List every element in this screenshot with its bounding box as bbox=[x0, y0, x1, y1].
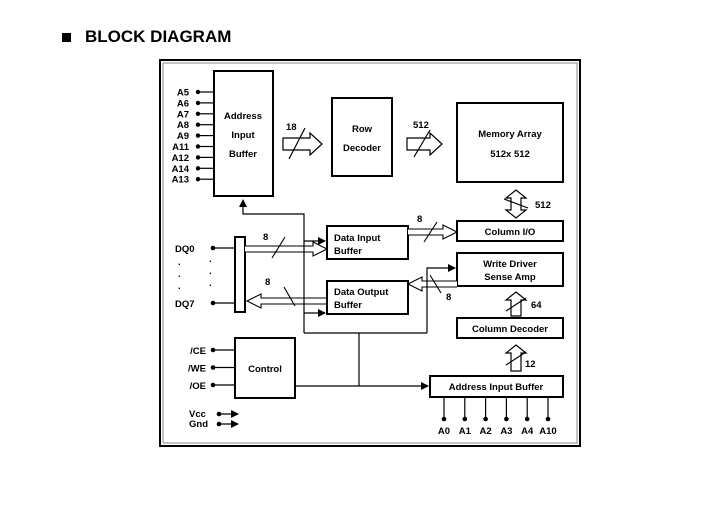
pin-dot bbox=[524, 416, 530, 422]
control-wiring bbox=[239, 199, 456, 390]
block-label: Buffer bbox=[334, 246, 362, 257]
bus-width-label: 512 bbox=[535, 200, 551, 211]
bus-width-label: 64 bbox=[531, 300, 542, 311]
block-label: Row bbox=[352, 124, 373, 135]
pin-label: A7 bbox=[177, 109, 189, 120]
address-input-buffer-top: Address Input Buffer bbox=[213, 70, 274, 197]
pin-label: /CE bbox=[190, 346, 206, 357]
pin-label: A10 bbox=[539, 426, 556, 437]
ellipsis: . bbox=[209, 266, 212, 277]
data-pins: DQ0 DQ7 . . . . . . bbox=[175, 244, 235, 310]
ellipsis: . bbox=[209, 278, 212, 289]
bus-width-label: 8 bbox=[417, 214, 422, 225]
pin-label: A5 bbox=[177, 88, 190, 99]
heading-title: BLOCK DIAGRAM bbox=[85, 27, 232, 46]
pin-label: A9 bbox=[177, 131, 189, 142]
bus-width-label: 18 bbox=[286, 122, 297, 133]
bus-width-label: 8 bbox=[446, 292, 451, 303]
pin-dot bbox=[504, 416, 509, 422]
bus-arrow-12: 12 bbox=[504, 344, 536, 372]
pin-dot bbox=[441, 416, 447, 422]
block-label: Decoder bbox=[343, 143, 381, 154]
block-label: Address bbox=[224, 111, 262, 122]
pin-label: A12 bbox=[172, 153, 189, 164]
memory-array: Memory Array 512x 512 bbox=[456, 102, 564, 183]
bus-width-label: 12 bbox=[525, 359, 536, 370]
block-label: Control bbox=[248, 364, 282, 375]
column-address-pins: A0 A1 A2 A3 A4 A10 bbox=[438, 397, 557, 437]
pin-label-vcc: Vcc bbox=[189, 409, 206, 420]
pin-label: A1 bbox=[459, 426, 472, 437]
section-heading: BLOCK DIAGRAM bbox=[62, 27, 231, 47]
bus-arrow-64: 64 bbox=[504, 291, 542, 317]
pin-label: /OE bbox=[190, 381, 206, 392]
pin-label: A6 bbox=[177, 98, 189, 109]
pin-label: A11 bbox=[172, 142, 190, 153]
block-label: Data Input bbox=[334, 233, 381, 244]
control-block: Control bbox=[234, 337, 296, 399]
bus-width-label: 8 bbox=[265, 277, 270, 288]
power-pins: Vcc Gnd bbox=[189, 409, 239, 430]
block-label: Column Decoder bbox=[472, 324, 548, 335]
bus-width-label: 8 bbox=[263, 232, 268, 243]
pin-label: A3 bbox=[500, 426, 512, 437]
row-decoder: Row Decoder bbox=[331, 97, 393, 177]
block-label: Write Driver bbox=[483, 259, 537, 270]
address-input-buffer-bottom: Address Input Buffer bbox=[429, 375, 564, 398]
block-label: Memory Array bbox=[478, 129, 542, 140]
column-io: Column I/O bbox=[456, 220, 564, 242]
block-label: Sense Amp bbox=[484, 272, 536, 283]
square-bullet-icon bbox=[62, 32, 71, 42]
ellipsis: . bbox=[178, 257, 181, 268]
pin-label: /WE bbox=[188, 364, 206, 375]
block-label: Column I/O bbox=[485, 227, 536, 238]
pin-label-dq7: DQ7 bbox=[175, 299, 195, 310]
ellipsis: . bbox=[209, 254, 212, 265]
pin-label: A8 bbox=[177, 120, 189, 131]
outer-frame bbox=[159, 59, 581, 447]
write-driver-sense-amp: Write Driver Sense Amp bbox=[456, 252, 564, 287]
block-label: Address Input Buffer bbox=[449, 382, 544, 393]
pin-label: A4 bbox=[521, 426, 534, 437]
control-pins: /CE/WE/OE bbox=[188, 346, 235, 392]
bus-arrow-data-input-to-column-io: 8 bbox=[408, 214, 459, 243]
pin-label: A13 bbox=[172, 175, 189, 186]
bus-arrow-512-bidirectional: 512 bbox=[503, 189, 551, 219]
pin-label: A14 bbox=[172, 164, 190, 175]
bus-arrow-sense-to-data-output: 8 bbox=[406, 274, 457, 303]
bus-arrow-512: 512 bbox=[406, 120, 443, 158]
pin-label-gnd: Gnd bbox=[189, 419, 208, 430]
block-label: Buffer bbox=[334, 300, 362, 311]
pin-dot bbox=[545, 416, 551, 422]
ellipsis: . bbox=[178, 281, 181, 292]
block-label: Buffer bbox=[229, 149, 257, 160]
bus-arrow-dq-to-data-input: 8 bbox=[245, 232, 329, 259]
data-input-buffer: Data Input Buffer bbox=[326, 225, 409, 260]
dq-io-bar bbox=[234, 236, 246, 313]
column-decoder: Column Decoder bbox=[456, 317, 564, 339]
bus-arrow-data-output-to-dq: 8 bbox=[245, 277, 327, 309]
block-label: 512x 512 bbox=[490, 149, 530, 160]
pin-dot bbox=[483, 416, 488, 422]
ellipsis: . bbox=[178, 269, 181, 280]
block-label: Data Output bbox=[334, 287, 389, 298]
pin-label: A0 bbox=[438, 426, 450, 437]
data-output-buffer: Data Output Buffer bbox=[326, 280, 409, 315]
pin-label-dq0: DQ0 bbox=[175, 244, 195, 255]
bus-width-label: 512 bbox=[413, 120, 429, 131]
block-label: Input bbox=[231, 130, 255, 141]
pin-label: A2 bbox=[480, 426, 492, 437]
bus-arrow-18: 18 bbox=[282, 122, 323, 160]
pin-dot bbox=[462, 416, 468, 422]
